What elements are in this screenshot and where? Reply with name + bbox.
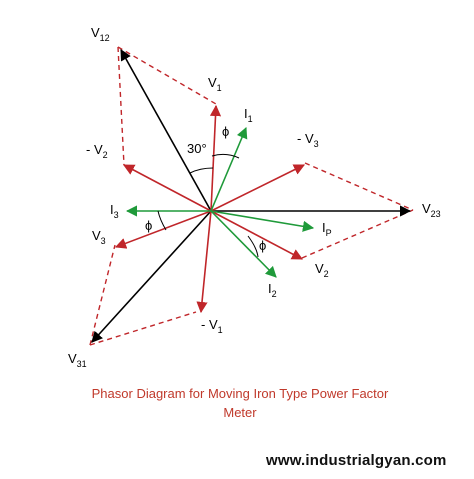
label-phi-right: ϕ	[259, 238, 266, 253]
website-url: www.industrialgyan.com	[266, 452, 447, 469]
v3-phasor	[114, 210, 212, 249]
v2-phasor	[210, 210, 303, 260]
dash-v31-negv1	[89, 311, 197, 346]
current-phasors	[125, 126, 315, 278]
label-ip: IP	[322, 220, 332, 238]
ip-phasor	[210, 210, 315, 232]
neg-v1-phasor	[196, 210, 212, 314]
arc-30deg	[189, 167, 214, 174]
label-phi-top: ϕ	[222, 124, 229, 139]
label-i2: I2	[268, 281, 277, 299]
neg-v2-phasor	[123, 164, 212, 212]
arc-phi-left	[157, 210, 167, 231]
dash-v12-v1	[117, 46, 217, 105]
label-phi-left: ϕ	[145, 218, 152, 233]
label-neg-v3: - V3	[297, 131, 319, 149]
label-v23: V23	[422, 201, 441, 219]
label-30deg: 30°	[187, 141, 207, 156]
v12-phasor	[120, 49, 212, 212]
caption-line-1: Phasor Diagram for Moving Iron Type Powe…	[91, 386, 389, 401]
label-v2: V2	[315, 261, 329, 279]
dash-negv3-v23	[304, 162, 414, 211]
line-voltage-phasors	[91, 49, 412, 343]
i2-phasor	[210, 210, 277, 278]
label-i3: I3	[110, 202, 119, 220]
dash-v2-v23	[301, 209, 414, 259]
dash-v31-v3	[89, 244, 116, 346]
label-v1: V1	[208, 75, 222, 93]
label-v3: V3	[92, 228, 106, 246]
angle-arcs	[157, 153, 259, 258]
label-v31: V31	[68, 351, 87, 369]
arc-phi-right	[247, 235, 259, 258]
label-i1: I1	[244, 106, 253, 124]
arc-phi-top	[211, 153, 240, 159]
i1-phasor	[210, 126, 248, 212]
label-neg-v2: - V2	[86, 142, 108, 160]
label-neg-v1: - V1	[201, 317, 223, 335]
v1-phasor	[209, 104, 222, 212]
label-v12: V12	[91, 25, 110, 43]
v31-phasor	[91, 210, 212, 343]
phase-voltage-phasors	[114, 104, 306, 314]
neg-v3-phasor	[210, 164, 306, 212]
caption-line-2: Meter	[223, 405, 257, 420]
construction-lines	[89, 46, 414, 346]
dash-v12-negv2	[117, 46, 125, 166]
